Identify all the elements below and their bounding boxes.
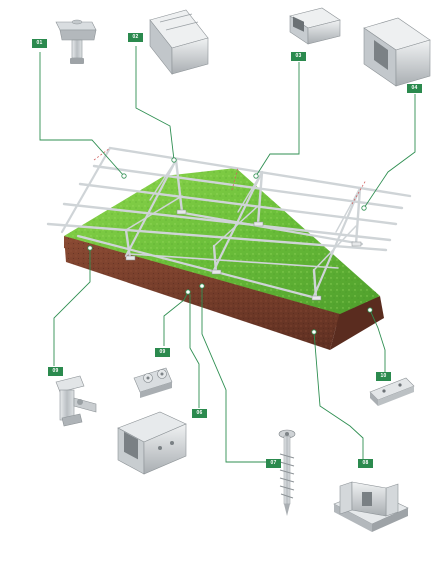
callout-badge-09: 08 [358,459,373,468]
callout-badge-08: 07 [266,459,281,468]
grass-texture [64,168,380,314]
callout-badge-05: 09 [48,367,63,376]
callout-badge-03: 03 [291,52,306,61]
splice-plate-icon [369,377,415,406]
foot-base-icon [333,481,409,532]
leader-02 [135,46,175,161]
rail-4 [62,202,392,242]
base-plates [125,209,362,301]
ground-screw-icon [278,429,296,516]
base-bracket-icon [117,411,187,475]
callout-badge-07: 06 [192,409,207,418]
leader-01 [39,52,125,177]
c-channel-icon [363,17,431,87]
rail-connector-icon [133,367,173,398]
leader-04 [363,94,416,209]
slope-beam-3 [212,170,264,272]
mounting-frame [46,146,412,300]
end-clamp-top-icon [55,19,97,64]
slope-beam-1 [60,146,112,234]
mid-clamp-icon [55,375,97,427]
brace-4 [149,159,177,201]
rear-leg-2 [256,170,264,226]
front-leg-2 [212,244,218,274]
square-tube-icon [289,7,341,45]
ground-slab [64,168,384,350]
ground-beam-front [76,234,318,300]
leader-06 [163,291,189,346]
rear-leg-3 [354,186,362,246]
rear-leg-1 [174,158,184,214]
leader-lines [39,46,416,463]
rail-5 [46,222,388,252]
front-leg-1 [124,228,132,260]
leader-05 [53,248,91,366]
brace-2 [213,205,259,247]
front-leg-3 [312,268,318,300]
leader-10 [369,309,386,372]
leader-03 [255,62,300,177]
callout-badge-02: 02 [128,33,143,42]
ground-beam-back [176,210,364,246]
leader-07 [189,294,200,408]
brace-6 [335,187,361,233]
callout-badge-10: 10 [376,372,391,381]
callout-badge-06: 09 [155,348,170,357]
callout-badge-04: 04 [407,84,422,93]
ground-beam-mid [129,253,339,269]
slope-beam-4 [312,186,362,298]
callout-badge-01: 01 [32,39,47,48]
brace-5 [237,171,263,213]
brace-1 [125,195,183,231]
dashed-guides [93,147,367,205]
leader-08 [201,286,270,463]
brace-3 [313,225,357,271]
leader-09 [313,331,364,462]
rail-profile-icon [149,9,209,75]
leader-dots [87,157,373,335]
slope-beam-2 [124,158,178,258]
rail-2 [92,164,404,210]
